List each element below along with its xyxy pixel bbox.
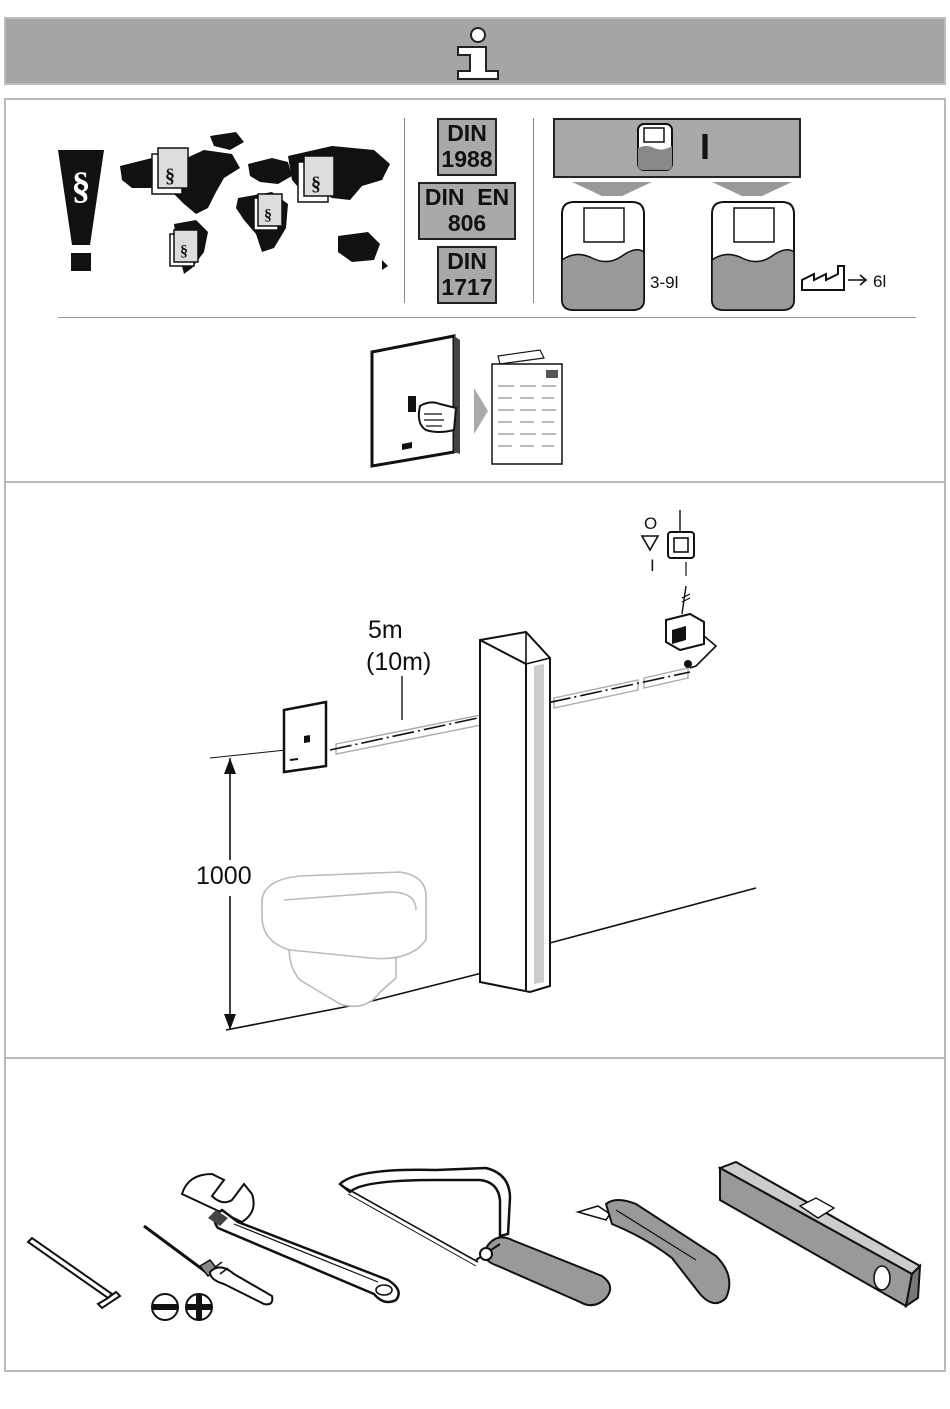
- svg-text:§: §: [72, 165, 91, 207]
- cistern-left-icon: [558, 200, 648, 312]
- din-standard-box: DIN EN 806: [418, 182, 516, 240]
- info-icon: [448, 27, 508, 81]
- hacksaw-icon: [336, 1164, 614, 1310]
- arrow-right-icon: [474, 388, 488, 434]
- din-line1: DIN EN: [420, 184, 514, 210]
- divider: [58, 317, 916, 318]
- hex-key-icon: [26, 1236, 122, 1310]
- switch-off-symbol: O: [644, 514, 657, 534]
- divider: [404, 118, 405, 303]
- installation-diagram: [190, 496, 770, 1042]
- din-line2: 1988: [439, 146, 495, 172]
- switch-on-symbol: I: [650, 556, 655, 576]
- cable-length-label: 5m: [368, 616, 403, 645]
- cable-length-alt-label: (10m): [366, 648, 431, 677]
- header-bar: [4, 17, 946, 85]
- flush-plate-icon: [368, 334, 468, 468]
- svg-text:§: §: [264, 207, 272, 224]
- factory-icon: [800, 264, 872, 292]
- svg-text:§: §: [165, 165, 175, 187]
- cistern-icon: [636, 122, 674, 172]
- paragraph-warning-icon: §: [56, 150, 106, 272]
- arrow-down-icon: [712, 182, 792, 198]
- din-standard-box: DIN 1988: [437, 118, 497, 176]
- din-line2: 1717: [439, 274, 495, 300]
- svg-text:§: §: [311, 173, 321, 195]
- cistern-volume-label: 3-9l: [650, 273, 678, 293]
- divider: [533, 118, 534, 303]
- height-dimension-label: 1000: [196, 862, 252, 891]
- din-line1: DIN: [439, 120, 495, 146]
- arrow-down-icon: [572, 182, 652, 198]
- manual-booklet-icon: [490, 350, 564, 466]
- din-line1: DIN: [439, 248, 495, 274]
- din-line2: 806: [420, 210, 514, 236]
- cistern-banner: [553, 118, 801, 178]
- cistern-banner-label: I: [700, 126, 710, 168]
- cistern-right-icon: [708, 200, 798, 312]
- world-map-regulations-icon: § § § §: [112, 128, 394, 276]
- utility-knife-icon: [576, 1194, 738, 1308]
- spirit-level-icon: [716, 1160, 924, 1310]
- din-standard-box: DIN 1717: [437, 246, 497, 304]
- factory-volume-label: 6l: [873, 272, 886, 292]
- slotted-tip-icon: [150, 1292, 180, 1322]
- svg-text:§: §: [180, 243, 188, 260]
